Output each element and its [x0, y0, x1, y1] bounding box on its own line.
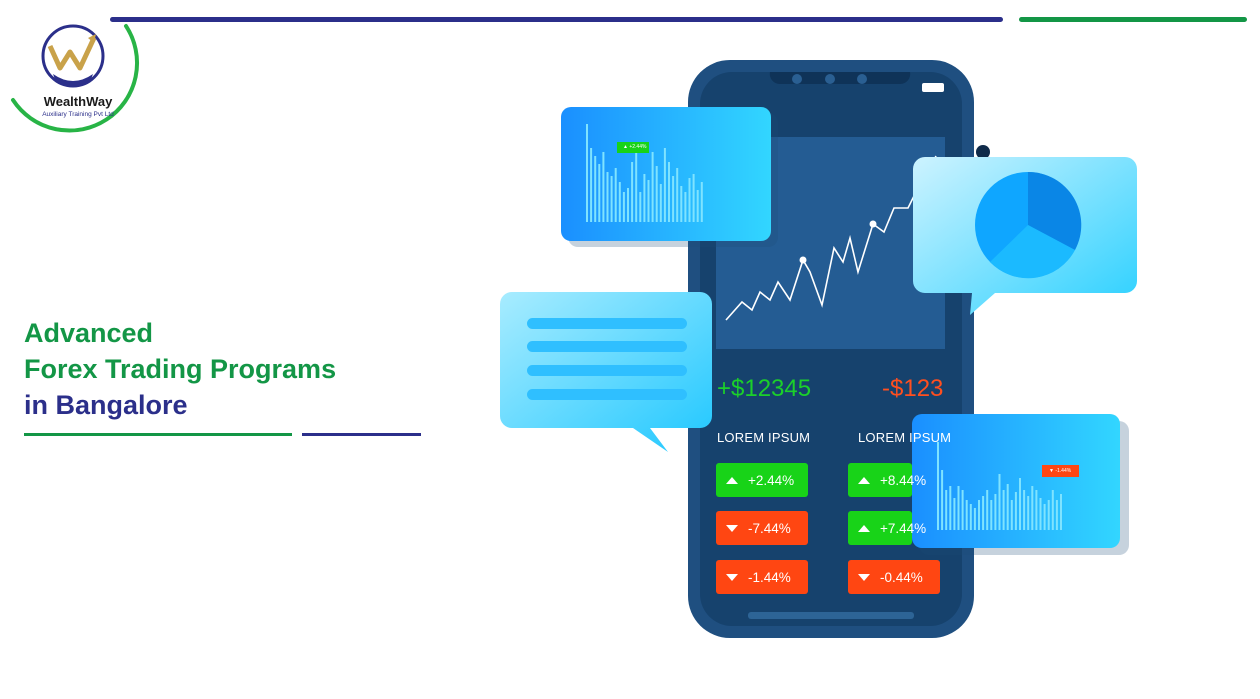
rate-pill-right-3[interactable]: -0.44% — [848, 560, 940, 594]
sparkline-bar — [1010, 500, 1013, 530]
sparkline-bar — [937, 442, 939, 530]
sparkline-bar — [655, 166, 658, 222]
sparkline-bar — [635, 144, 638, 222]
sparkline-bar — [1027, 496, 1030, 530]
sparkline-bar — [1014, 492, 1017, 530]
rate-pill-right-2[interactable]: +7.44% — [848, 511, 926, 545]
sparkline-bar — [594, 156, 597, 222]
arrow-up-icon — [858, 524, 870, 532]
sparkline-bar — [598, 164, 601, 222]
top-divider-green — [1019, 17, 1247, 22]
sparkline-bar — [586, 124, 588, 222]
logo-icon — [11, 24, 140, 133]
sparkline-bar — [986, 490, 989, 530]
sparkline-bar — [688, 178, 691, 222]
sparkline-bar — [651, 152, 654, 222]
sparkline-bar — [1051, 490, 1054, 530]
sparkline-bar — [700, 182, 703, 222]
sparkline-bar — [973, 508, 976, 530]
page-headline: Advanced Forex Trading Programs in Banga… — [24, 315, 336, 423]
bar-chart-card-top — [561, 107, 771, 241]
sparkline-bar — [672, 176, 675, 222]
battery-icon — [922, 83, 944, 92]
arrow-up-icon — [726, 476, 738, 484]
sparkline-bar — [668, 162, 670, 222]
sparkline-bar — [978, 500, 980, 530]
sparkline-bar — [614, 168, 617, 222]
sparkline-bar — [692, 174, 695, 222]
column-header-right: LOREM IPSUM — [858, 430, 952, 445]
sparkline-bar — [1055, 500, 1058, 530]
sparkline-bar — [606, 172, 609, 222]
sparkline-bar — [618, 182, 621, 222]
chip-top-bg — [617, 142, 649, 153]
sparkline-bar — [953, 498, 956, 530]
column-header-left: LOREM IPSUM — [717, 430, 811, 445]
bar-chart-icon — [586, 124, 703, 222]
sparkline-bar — [1060, 494, 1062, 530]
sparkline-bar — [676, 168, 679, 222]
sparkline-bar — [949, 486, 952, 530]
sparkline-bar — [684, 192, 687, 222]
sparkline-bar — [961, 490, 964, 530]
sparkline-bar — [1002, 490, 1005, 530]
rate-pill-left-3[interactable]: -1.44% — [716, 560, 808, 594]
sparkline-bar — [663, 148, 666, 222]
headline-underline-green — [24, 433, 292, 436]
sparkline-bar — [647, 180, 650, 222]
sparkline-bar — [643, 174, 646, 222]
sparkline-bar — [622, 192, 625, 222]
arrow-down-icon — [858, 573, 870, 581]
sparkline-bar — [998, 474, 1001, 530]
sparkline-bar — [631, 162, 634, 222]
bar-chart-card-bottom — [912, 414, 1120, 548]
sparkline-bar — [659, 184, 662, 222]
sparkline-bar — [1043, 504, 1046, 530]
sparkline-bar — [965, 500, 968, 530]
chip-bottom-bg — [1042, 465, 1079, 477]
sparkline-bar — [1047, 500, 1050, 530]
sparkline-bar — [941, 470, 944, 530]
sparkline-bar — [1031, 486, 1034, 530]
rate-pill-left-2[interactable]: -7.44% — [716, 511, 808, 545]
arrow-up-icon — [858, 476, 870, 484]
sparkline-bar — [1035, 490, 1038, 530]
sparkline-bar — [590, 148, 593, 222]
sparkline-bar — [945, 490, 948, 530]
sparkline-bar — [639, 192, 642, 222]
chip-bottom: ▼ -1.44% — [1049, 468, 1072, 474]
headline-line-1: Advanced — [24, 318, 154, 348]
sparkline-bar — [627, 188, 629, 222]
bar-chart-icon — [937, 442, 1062, 530]
logo-subtitle: Auxiliary Training Pvt Ltd — [42, 111, 114, 118]
sparkline-bar — [610, 176, 613, 222]
sparkline-bar — [1006, 484, 1009, 530]
rate-pill-right-1[interactable]: +8.44% — [848, 463, 926, 497]
sparkline-bar — [1039, 498, 1042, 530]
sparkline-bar — [696, 190, 699, 222]
brand-logo[interactable]: WealthWay Auxiliary Training Pvt Ltd — [8, 8, 143, 138]
headline-underline-blue — [302, 433, 421, 436]
sparkline-bar — [990, 500, 993, 530]
sparkline-bar — [957, 486, 960, 530]
sparkline-bar — [680, 186, 683, 222]
phone-illustration — [500, 60, 1137, 638]
sparkline-bar — [1019, 478, 1021, 530]
sparkline-bar — [969, 504, 972, 530]
line-chart-icon — [725, 155, 937, 321]
top-divider-blue — [110, 17, 1003, 22]
headline-line-2: Forex Trading Programs — [24, 354, 337, 384]
arrow-down-icon — [726, 524, 738, 532]
sparkline-bar — [982, 496, 985, 530]
rate-pill-left-1[interactable]: +2.44% — [716, 463, 808, 497]
amount-positive: +$12345 — [717, 375, 812, 402]
chip-top: ▲ +2.44% — [623, 144, 647, 150]
amount-negative: -$123 — [882, 375, 944, 402]
sparkline-bar — [602, 152, 605, 222]
sparkline-bar — [1023, 490, 1026, 530]
headline-line-3: in Bangalore — [24, 390, 188, 420]
sparkline-bar — [994, 494, 997, 530]
logo-name: WealthWay — [43, 94, 113, 109]
arrow-down-icon — [726, 573, 738, 581]
